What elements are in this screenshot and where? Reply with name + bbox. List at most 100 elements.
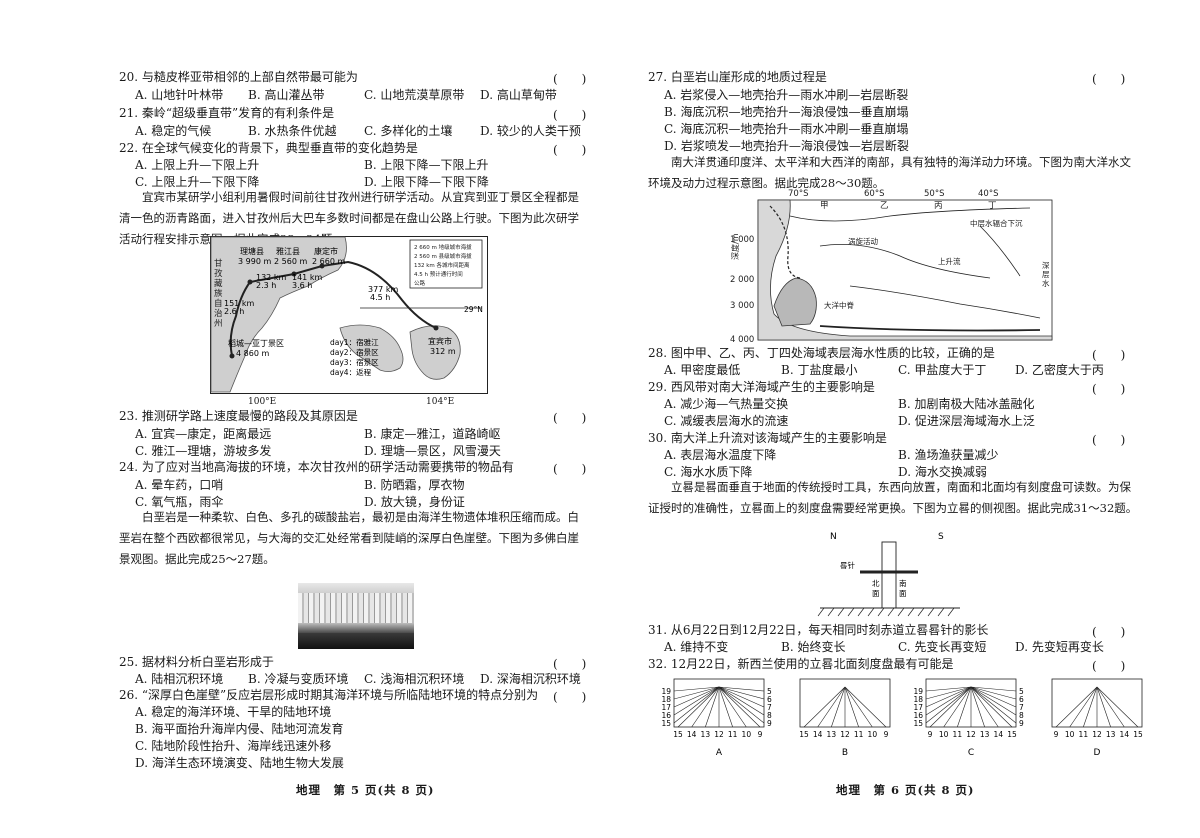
dial-bottom-tick: 14 (813, 730, 823, 739)
q24-mark: ( ) (553, 462, 587, 476)
q25-c: C. 浅海相沉积环境 (364, 672, 465, 686)
dial-bottom-tick: 11 (854, 730, 864, 739)
q24-a: A. 晕车药，口哨 (135, 478, 224, 492)
region-char: 治 (214, 308, 223, 319)
q23-b: B. 康定—雅江，道路崎岖 (364, 427, 501, 441)
q30-c: C. 海水水质下降 (664, 465, 753, 479)
q29-a: A. 减少海—气热量交换 (664, 397, 789, 411)
seg1-time: 2.3 h (256, 281, 276, 290)
q20-c: C. 山地荒漠草原带 (364, 88, 465, 102)
q30-d: D. 海水交换减弱 (898, 465, 987, 479)
dial-right-tick: 6 (767, 695, 772, 704)
city-yibin: 宜宾市 (428, 336, 452, 346)
region-char: 甘 (214, 258, 223, 269)
svg-text:面: 面 (872, 589, 880, 598)
dial-left-tick: 15 (913, 719, 923, 728)
q22-c: C. 上限上升—下限下降 (135, 175, 260, 189)
q30-b: B. 渔场渔获量减少 (898, 448, 999, 462)
q28-a: A. 甲密度最低 (664, 363, 741, 377)
q21-c: C. 多样化的土壤 (364, 124, 453, 138)
dial-label: D (1094, 748, 1101, 758)
dial-bottom-tick: 12 (714, 730, 724, 739)
q30-a: A. 表层海水温度下降 (664, 448, 777, 462)
station-ding: 丁 (988, 201, 997, 211)
city-yajiang: 雅江县 (276, 246, 300, 256)
elev-yibin: 312 m (430, 347, 456, 356)
dial-bottom-tick: 10 (939, 730, 949, 739)
q20-b: B. 高山灌丛带 (248, 88, 325, 102)
label-upwelling: 上升流 (938, 256, 961, 266)
q25-a: A. 陆相沉积环境 (135, 672, 224, 686)
dial-bottom-tick: 13 (980, 730, 990, 739)
footer-page-6: 地理 第 6 页(共 8 页) (836, 783, 975, 797)
dial-bottom-tick: 12 (966, 730, 976, 739)
q23-mark: ( ) (553, 411, 587, 425)
q22-a: A. 上限上升—下限上升 (135, 158, 260, 172)
region-char: 孜 (214, 268, 223, 279)
q24-stem: 24. 为了应对当地高海拔的环境，本次甘孜州的研学活动需要携带的物品有 (119, 460, 514, 474)
seg2-dist: 141 km (292, 273, 322, 282)
sundial-side-view: N S 晷针 北 面 南 面 (817, 532, 960, 617)
seg3-dist: 377 km (368, 285, 398, 294)
dial-label: C (968, 748, 974, 758)
label-eddy: 涡旋活动 (848, 236, 878, 246)
q31-d: D. 先变短再变长 (1015, 640, 1104, 654)
q21-a: A. 稳定的气候 (135, 124, 212, 138)
dial-left-tick: 16 (913, 711, 923, 720)
q24-c: C. 氧气瓶，雨伞 (135, 495, 224, 509)
dial-bottom-tick: 14 (687, 730, 697, 739)
depth-4000: 4 000 (730, 335, 754, 344)
q32-stem: 32. 12月22日，新西兰使用的立晷北面刻度盘最有可能是 (648, 657, 954, 671)
lat-70s: 70°S (788, 189, 808, 199)
dial-right-tick: 5 (767, 687, 772, 696)
q20-a: A. 山地针叶林带 (135, 88, 224, 102)
day4: day4：返程 (330, 368, 372, 377)
dial-bottom-tick: 13 (1106, 730, 1116, 739)
seg2-time: 3.6 h (292, 281, 312, 290)
north-face-label: 北 (872, 579, 880, 588)
page-6: 27. 白垩岩山崖形成的地质过程是 ( ) A. 岩浆侵入—地壳抬升—雨水冲刷—… (600, 0, 1200, 838)
south-face-label: 南 (899, 578, 907, 588)
q22-d: D. 上限下降—下限下降 (364, 175, 489, 189)
seg1-dist: 132 km (256, 273, 286, 282)
dial-label: B (842, 748, 848, 758)
dial-right-tick: 7 (767, 703, 772, 712)
dial-left-tick: 19 (661, 687, 671, 696)
legend-item: 公路 (414, 279, 426, 287)
lat-40s: 40°S (978, 189, 998, 199)
q30-mark: ( ) (1092, 433, 1126, 447)
q28-c: C. 甲盐度大于丁 (898, 363, 987, 377)
dial-left-tick: 15 (661, 719, 671, 728)
depth-3000: 3 000 (730, 301, 754, 311)
legend-item: 4.5 h 预计通行时间 (414, 270, 463, 278)
dial-bottom-tick: 14 (1120, 730, 1130, 739)
elev-kangding: 2 660 m (312, 257, 345, 266)
q29-stem: 29. 西风带对南大洋海域产生的主要影响是 (648, 380, 875, 394)
y-axis-label: 深度/m (730, 233, 740, 260)
dial-bottom-tick: 15 (1133, 730, 1143, 739)
region-char: 自 (214, 298, 223, 309)
region-char: 州 (214, 319, 223, 329)
q25-stem: 25. 据材料分析白垩岩形成于 (119, 655, 274, 669)
q23-d: D. 理塘—景区，风雪漫天 (364, 444, 501, 458)
q27-c: C. 海底沉积—地壳抬升—雨水冲刷—垂直崩塌 (664, 122, 909, 136)
dir-s: S (938, 532, 944, 542)
lat-50s: 50°S (924, 189, 944, 199)
elev-yajiang: 2 560 m (274, 257, 307, 266)
day2: day2：宿景区 (330, 347, 379, 357)
q26-stem: 26. “深厚白色崖壁”反应岩层形成时期其海洋环境与所临陆地环境的特点分别为 (119, 688, 539, 702)
dial-bottom-tick: 13 (701, 730, 711, 739)
station-yi: 乙 (880, 201, 889, 211)
q31-stem: 31. 从6月22日到12月22日，每天相同时刻赤道立晷晷针的影长 (648, 623, 989, 637)
dial-left-tick: 18 (661, 695, 671, 704)
dial-right-tick: 5 (1019, 687, 1024, 696)
q21-mark: ( ) (553, 108, 587, 122)
dial-bottom-tick: 12 (840, 730, 850, 739)
dial-bottom-tick: 11 (953, 730, 963, 739)
dial-bottom-tick: 9 (758, 730, 763, 739)
passage-31-32: 立晷是晷面垂直于地面的传统授时工具，东西向放置，南面和北面均有刻度盘可读数。为保… (648, 480, 1138, 515)
city-litang: 理塘县 (240, 246, 264, 256)
elev-daocheng: 4 860 m (236, 349, 269, 358)
dial-bottom-tick: 15 (673, 730, 683, 739)
